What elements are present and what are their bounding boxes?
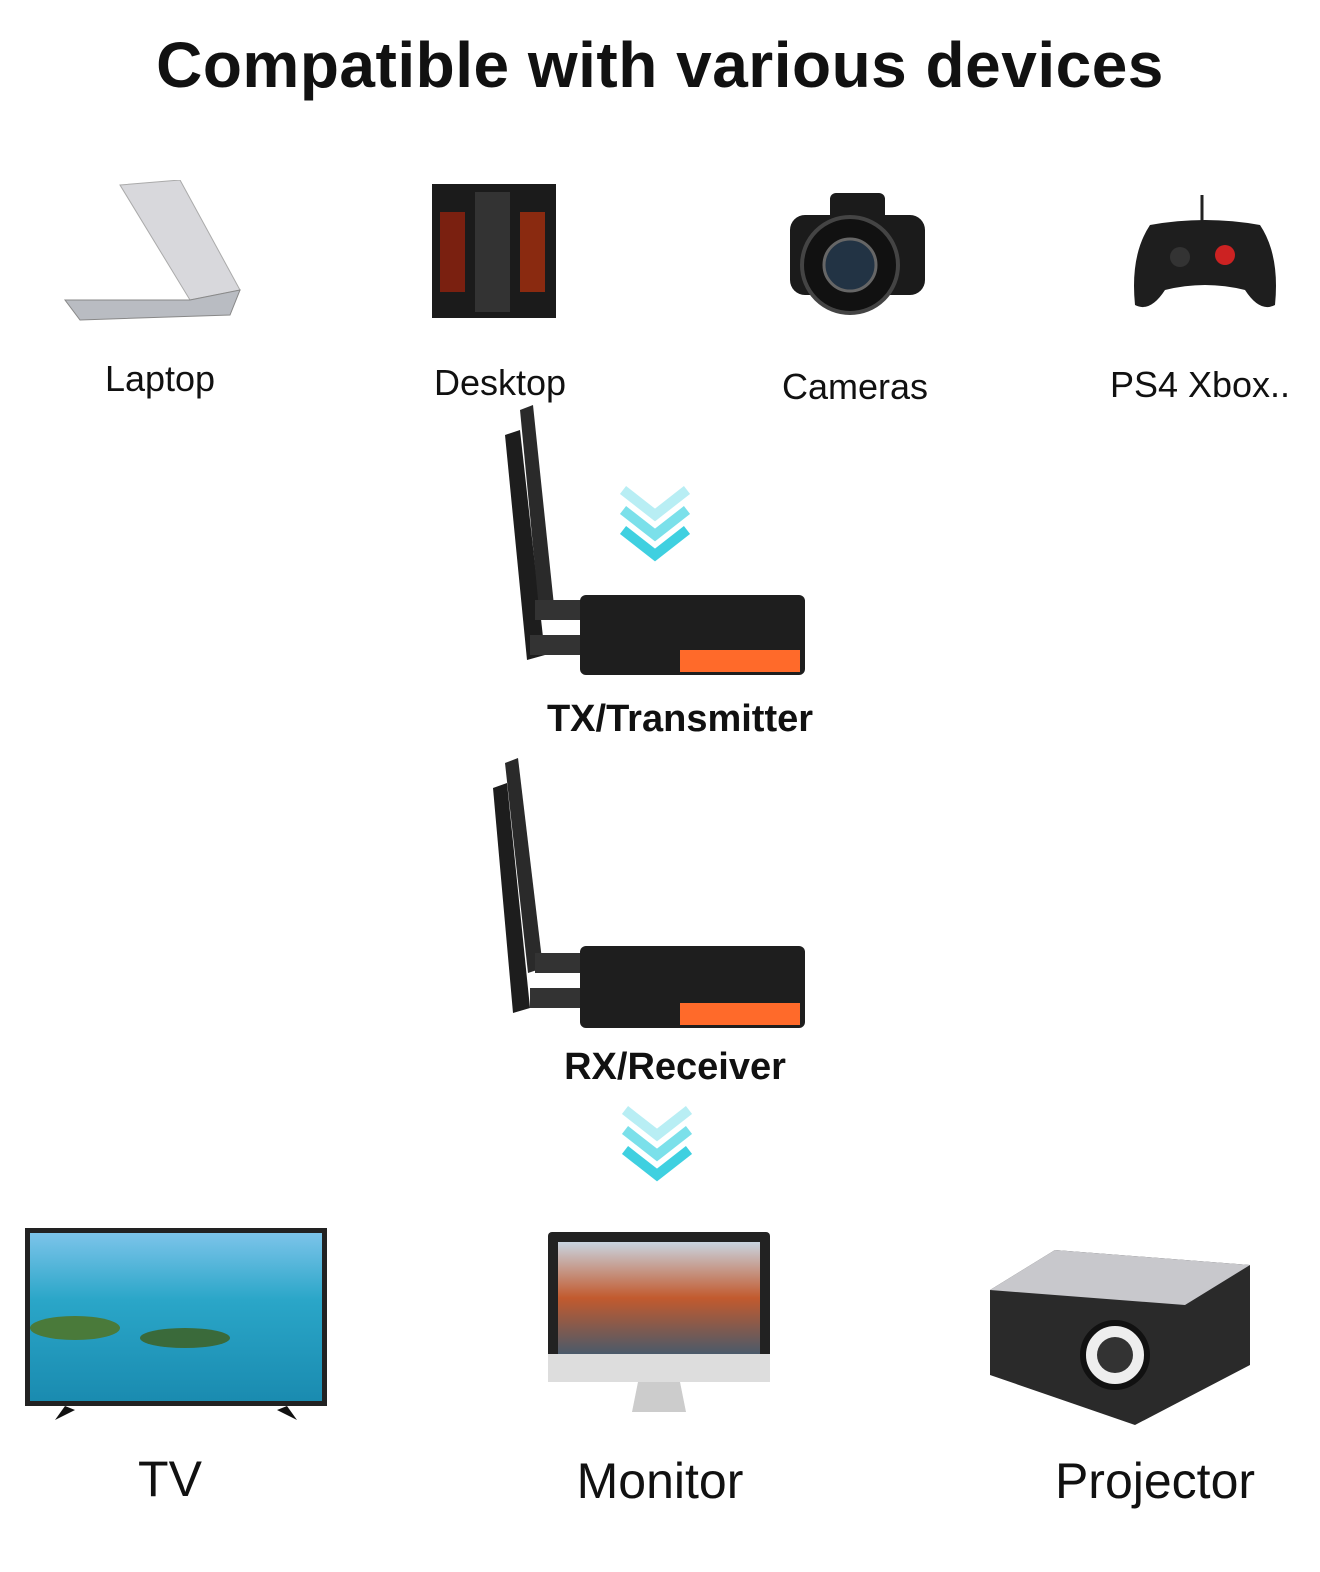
tv-icon	[25, 1228, 327, 1420]
output-label-monitor: Monitor	[576, 1453, 744, 1509]
monitor-icon	[548, 1232, 770, 1412]
receiver-device-image	[493, 758, 805, 1028]
chevron-down-arrow-icon	[622, 1106, 692, 1182]
page-title: Compatible with various devices	[156, 29, 1164, 101]
output-label-projector: Projector	[1054, 1453, 1256, 1509]
source-label-cameras: Cameras	[781, 366, 929, 407]
gamepad-icon	[1134, 195, 1276, 308]
transmitter-device-image	[505, 405, 805, 675]
source-label-laptop: Laptop	[104, 358, 216, 399]
camera-icon	[790, 193, 925, 315]
transmitter-label: TX/Transmitter	[546, 698, 814, 740]
receiver-label: RX/Receiver	[564, 1046, 786, 1088]
desktop-icon	[432, 184, 556, 318]
projector-icon	[990, 1250, 1250, 1425]
chevron-down-arrow-icon	[620, 486, 690, 562]
source-label-ps4-xbox: PS4 Xbox..	[1109, 364, 1291, 405]
source-label-desktop: Desktop	[433, 362, 567, 403]
output-label-tv: TV	[138, 1451, 202, 1507]
laptop-icon	[64, 180, 241, 321]
